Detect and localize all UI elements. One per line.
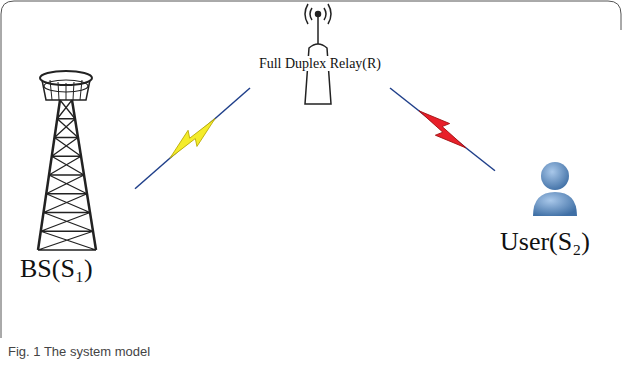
wireless-link	[135, 88, 250, 189]
base-station-tower	[38, 71, 96, 250]
node-label: Full Duplex Relay(R)	[258, 56, 382, 71]
node-label: User(S₂)	[500, 228, 590, 257]
user-node: User(S₂)	[495, 155, 620, 260]
wireless-link	[390, 88, 495, 171]
node-label: BS(S₁)	[20, 255, 93, 284]
base-station: BS(S₁)	[15, 65, 135, 290]
relay-antenna	[305, 4, 331, 104]
user-icon	[533, 162, 577, 216]
relay-node: Full Duplex Relay(R)	[250, 0, 390, 110]
figure-caption: Fig. 1 The system model	[8, 344, 150, 359]
